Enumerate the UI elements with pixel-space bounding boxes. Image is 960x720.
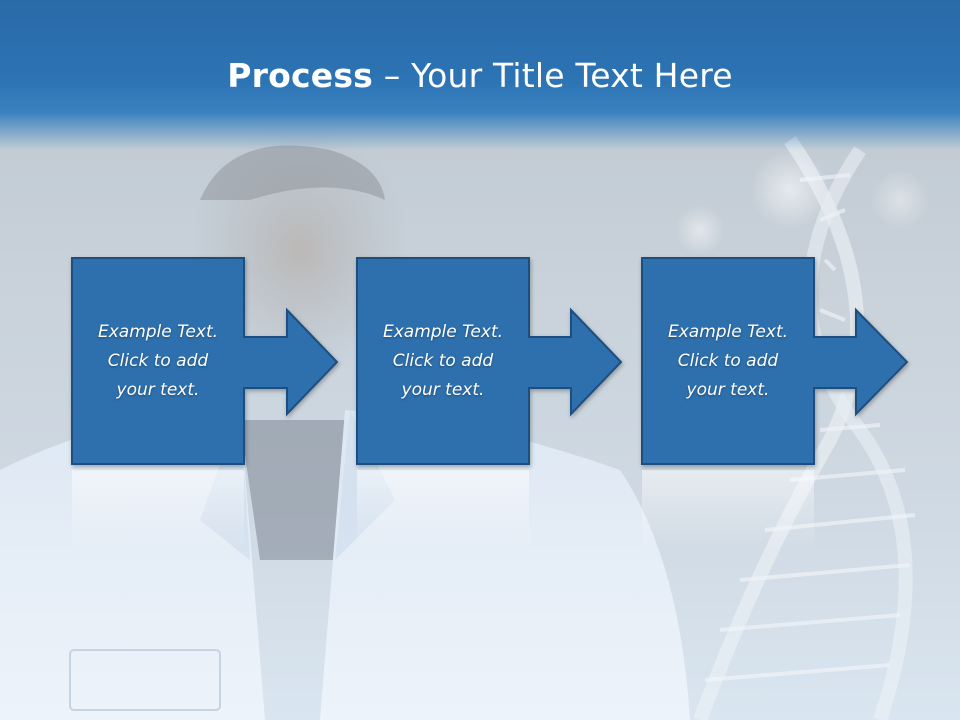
step-reflections — [72, 470, 814, 550]
scientist-hair — [200, 145, 385, 200]
step-1-shape[interactable] — [71, 257, 339, 465]
step-3-shape[interactable] — [641, 257, 909, 465]
step-2-shape[interactable] — [356, 257, 623, 465]
slide-title[interactable]: Process – Your Title Text Here — [0, 52, 960, 100]
coat-pocket — [69, 649, 221, 711]
step-3-label[interactable]: Example Text. Click to add your text. — [667, 321, 789, 400]
title-bold: Process — [227, 56, 374, 95]
title-rest: – Your Title Text Here — [373, 56, 733, 95]
step-2-label[interactable]: Example Text. Click to add your text. — [382, 321, 504, 400]
title-bar — [0, 0, 960, 150]
dna-helix — [693, 136, 916, 720]
scientist-collar — [240, 420, 350, 560]
step-1-label[interactable]: Example Text. Click to add your text. — [97, 321, 219, 400]
